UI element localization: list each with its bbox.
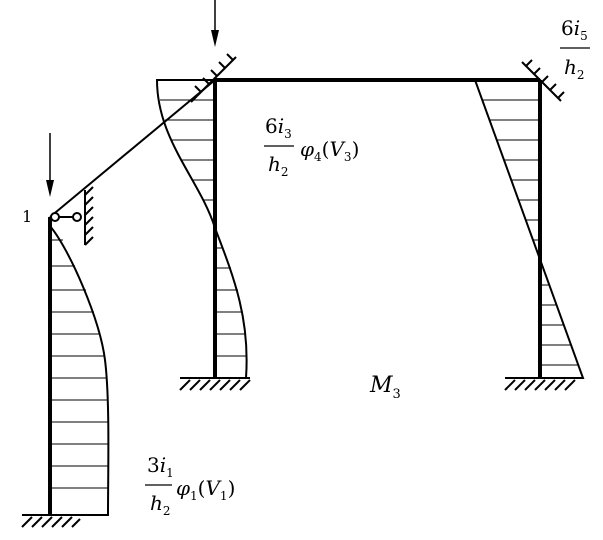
moment-diagram-right (473, 79, 585, 379)
clamp-right-top (521, 59, 565, 102)
svg-text:6i5: 6i5 (561, 16, 588, 43)
moment-diagram-left (49, 225, 110, 516)
load-arrow-node1 (46, 133, 54, 197)
frame-structure (48, 78, 542, 515)
load-arrow-middle (211, 0, 219, 47)
moment-diagram-middle (155, 79, 248, 379)
inclined-member (49, 79, 216, 218)
clamp-middle-top (190, 53, 237, 103)
fixed-support-middle (179, 377, 251, 391)
svg-text:h2: h2 (564, 55, 585, 82)
formula-right: 6i5 h2 (560, 16, 590, 82)
node1-link (50, 186, 94, 246)
formula-middle: 6i3 h2 φ4(V3) (264, 114, 359, 179)
m3-label: M3 (369, 373, 401, 402)
svg-text:6i3: 6i3 (265, 114, 292, 141)
svg-text:3i1: 3i1 (147, 453, 174, 480)
svg-text:h2: h2 (268, 152, 289, 179)
fixed-support-left (21, 514, 81, 528)
node-label: 1 (22, 207, 32, 226)
hinge-circle-left (50, 212, 60, 222)
hinge-circle-right (72, 212, 82, 222)
formula-left: 3i1 h2 φ1(V1) (145, 453, 235, 518)
fixed-support-right (504, 377, 576, 391)
svg-text:φ4(V3): φ4(V3) (300, 137, 359, 164)
svg-text:h2: h2 (150, 491, 171, 518)
svg-text:φ1(V1): φ1(V1) (176, 476, 235, 503)
